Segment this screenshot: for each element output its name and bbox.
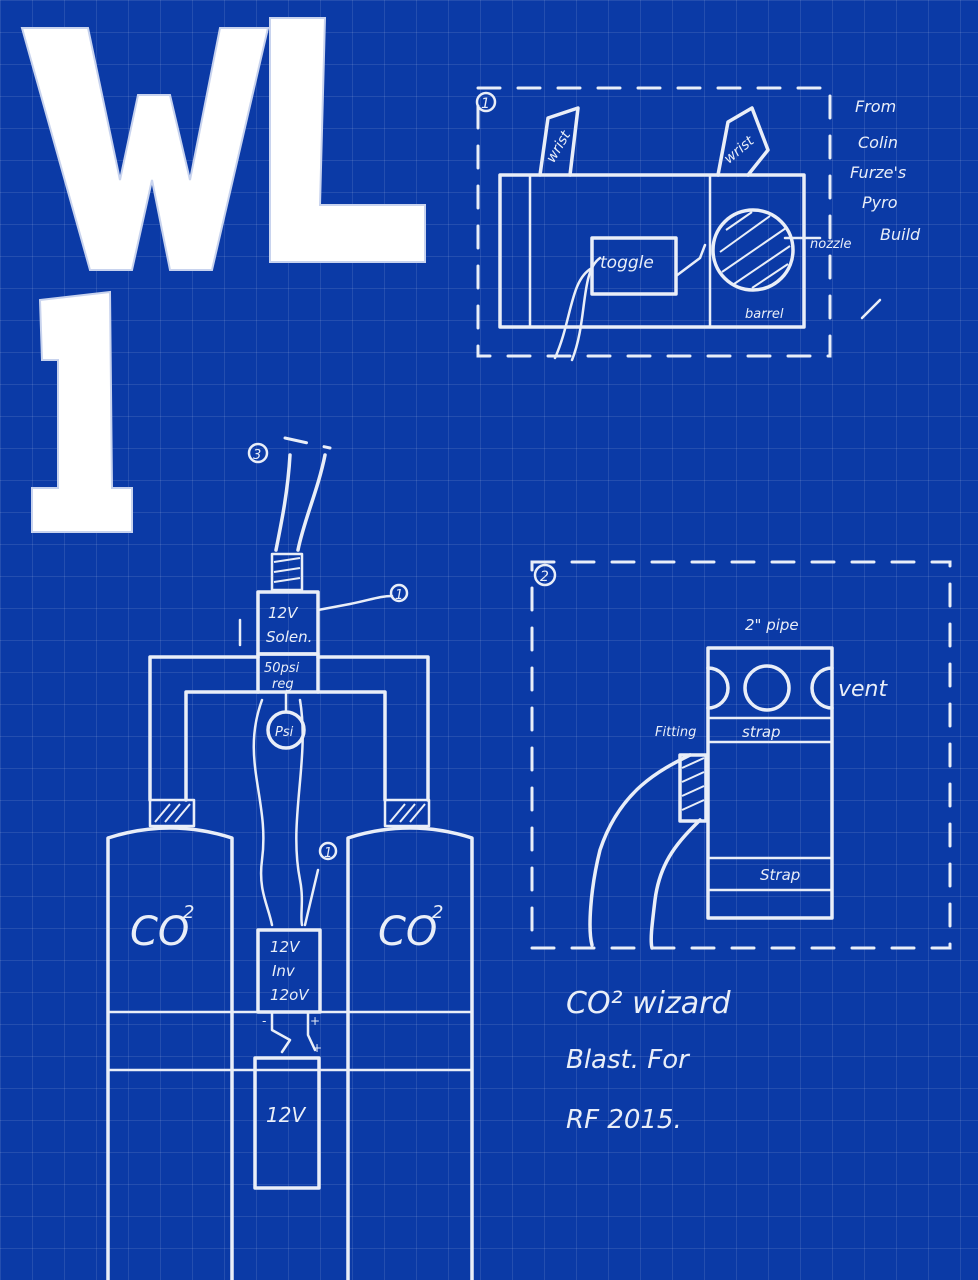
vent-hole-left [706, 666, 730, 710]
tank-right-label: CO [378, 909, 437, 955]
source-note-line-5: Build [880, 225, 921, 244]
source-note-line-3: Furze's [850, 163, 906, 182]
sketch-3-marker-circle [247, 442, 269, 464]
tank-left-label: CO [130, 909, 189, 955]
vent-label: vent [838, 677, 888, 702]
hose-fitting-hatch [273, 557, 301, 583]
caption-block: CO² wizard Blast. For RF 2015. [566, 986, 731, 1135]
caption-line-1: CO² wizard [566, 986, 731, 1021]
caption-line-2: Blast. For [566, 1045, 691, 1075]
sketch-2-marker-circle [533, 563, 557, 587]
barrel-label: barrel [745, 307, 784, 322]
sketch-2-marker: 2 [540, 569, 549, 585]
solenoid-label-2: Solen. [266, 628, 312, 646]
nozzle-hatch [719, 211, 791, 289]
tank-left-sup: 2 [183, 902, 194, 923]
sketch-1-frame [476, 86, 832, 358]
valve-right-hatch [389, 803, 426, 823]
wrist-strap-left [538, 106, 580, 177]
stray-mark [860, 298, 882, 320]
toggle-wire-1 [553, 266, 594, 360]
valve-right [383, 798, 431, 828]
inverter-block [256, 928, 322, 1014]
hose-top-dash [283, 436, 332, 450]
sketch-1-wrist-unit: 1 wrist wrist toggle nozzle barrel From … [475, 86, 921, 362]
cable-left [252, 698, 274, 927]
regulator-label-1: 50psi [264, 661, 300, 676]
strap-left-label: wrist [543, 128, 574, 166]
tank-right-sup: 2 [432, 902, 443, 923]
manifold-inner [184, 690, 387, 802]
cable-right [295, 698, 304, 927]
sketch-1-marker: 1 [481, 96, 490, 112]
tank-right [346, 826, 474, 1280]
source-note-line-1: From [855, 97, 896, 116]
vent-hole-center [743, 664, 791, 712]
inverter-callout-circle [318, 841, 338, 861]
battery-label: 12V [266, 1103, 306, 1127]
inverter-label-3: 12oV [270, 986, 310, 1004]
pipe-label: 2" pipe [745, 616, 799, 634]
solenoid-wire-right [316, 594, 394, 612]
logo-number-one [31, 290, 133, 533]
fitting-hatch [681, 757, 705, 811]
fitting-block [678, 753, 708, 823]
regulator-label-2: reg [272, 677, 294, 692]
fitting-label: Fitting [655, 725, 696, 740]
inverter-plus: + [310, 1014, 320, 1028]
sketch-1-marker-circle [475, 91, 497, 113]
nozzle-circle [711, 208, 795, 292]
battery-wire-neg [270, 1010, 292, 1054]
inverter-label-2: Inv [272, 962, 296, 980]
gauge-label: Psi [275, 725, 294, 740]
strap-bottom-label: Strap [760, 866, 800, 884]
hose-left-edge [588, 753, 692, 947]
solenoid-label-1: 12V [268, 604, 299, 622]
toggle-label: toggle [600, 253, 654, 273]
wrist-strap-right [716, 106, 770, 177]
battery-wire-pos [306, 1010, 317, 1052]
sketch-3-marker: 3 [253, 448, 261, 463]
hose-fitting [270, 552, 304, 592]
source-note: From Colin Furze's Pyro Build [850, 97, 921, 244]
valve-left [148, 798, 196, 828]
inverter-callout: 1 [324, 846, 332, 861]
wrist-body [498, 173, 806, 329]
battery-block [253, 1056, 321, 1190]
sketch-3-tank-assembly: 3 12V Solen. 1 50psi reg Psi CO 2 CO 2 [106, 436, 474, 1280]
sketch-2-pipe-mount: 2 2" pipe vent strap Strap Fitting [530, 560, 952, 950]
tank-left [106, 826, 234, 1280]
pipe-body [706, 646, 834, 920]
vent-hole-right [810, 666, 834, 710]
hose-right-edge [649, 818, 702, 950]
wl1-logo [20, 17, 426, 533]
valve-left-hatch [154, 803, 191, 823]
strap-top-label: strap [742, 723, 781, 741]
toggle-wire-2 [570, 256, 602, 362]
solenoid-callout: 1 [395, 588, 403, 603]
logo-letter-l [269, 17, 426, 263]
caption-line-3: RF 2015. [566, 1105, 682, 1135]
toggle-wire-3 [674, 243, 707, 278]
hose-line-left [274, 453, 292, 552]
hose-line-right [296, 453, 327, 552]
nozzle-label: nozzle [810, 237, 851, 252]
inverter-callout-wire [303, 868, 320, 927]
manifold-outer [148, 655, 430, 802]
source-note-line-4: Pyro [862, 193, 898, 212]
regulator-block [256, 652, 320, 694]
battery-plus: + [312, 1041, 322, 1055]
sketch-2-frame [530, 560, 952, 950]
logo-letter-w [20, 27, 270, 271]
source-note-line-2: Colin [858, 133, 898, 152]
inverter-label-1: 12V [270, 938, 301, 956]
inverter-minus: - [262, 1014, 266, 1028]
solenoid-callout-circle [389, 583, 409, 603]
